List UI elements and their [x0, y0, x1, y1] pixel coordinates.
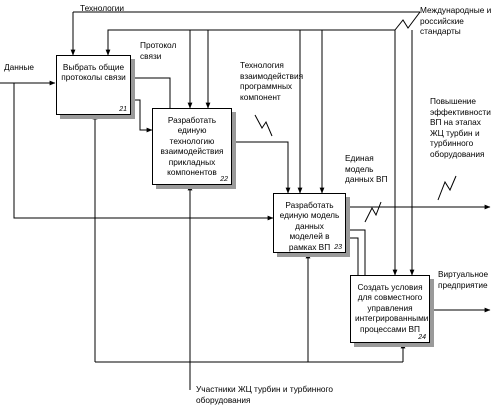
- label-intl-standards: Международные и российские стандарты: [420, 5, 492, 37]
- process-box-24[interactable]: Создать условия для совместного управлен…: [350, 275, 430, 343]
- box-24-title: Создать условия для совместного управлен…: [355, 282, 429, 334]
- box-22-number: 22: [220, 176, 228, 183]
- label-tech-interaction: Технология взаимодействия программных ко…: [240, 60, 304, 102]
- label-data: Данные: [4, 62, 34, 72]
- box-21-number: 21: [119, 106, 127, 113]
- arrow-tech-squiggle: [254, 114, 273, 137]
- label-participants: Участники ЖЦ турбин и турбинного оборудо…: [196, 384, 334, 405]
- label-technologies: Технологии: [80, 3, 125, 13]
- label-protocol: Протокол связи: [140, 40, 177, 61]
- arrow-efficiency-squiggle: [437, 175, 457, 201]
- arrow-standards-tick: [394, 11, 421, 31]
- arrow-protocol: [130, 77, 171, 110]
- box-24-number: 24: [418, 334, 426, 341]
- label-efficiency: Повышение эффективности ВП на этапах ЖЦ …: [430, 96, 491, 159]
- arrow-21-to-22: [130, 99, 153, 133]
- box-22-title: Разработать единую технологию взаимодейс…: [160, 115, 224, 178]
- process-box-23[interactable]: Разработать единую модель данных моделей…: [273, 193, 346, 253]
- label-virtual-enterprise: Виртуальное предприятие: [438, 269, 489, 290]
- arrow-model-squiggle: [364, 201, 382, 223]
- process-box-22[interactable]: Разработать единую технологию взаимодейс…: [152, 108, 232, 185]
- arrow-22-to-23: [232, 141, 291, 194]
- arrow-data-to-23: [13, 83, 274, 221]
- box-21-title: Выбрать общие протоколы связи: [61, 62, 126, 83]
- box-23-title: Разработать единую модель данных моделей…: [279, 200, 340, 252]
- process-box-21[interactable]: Выбрать общие протоколы связи 21: [56, 55, 131, 115]
- box-23-number: 23: [334, 244, 342, 251]
- label-single-model: Единая модель данных ВП: [345, 153, 388, 185]
